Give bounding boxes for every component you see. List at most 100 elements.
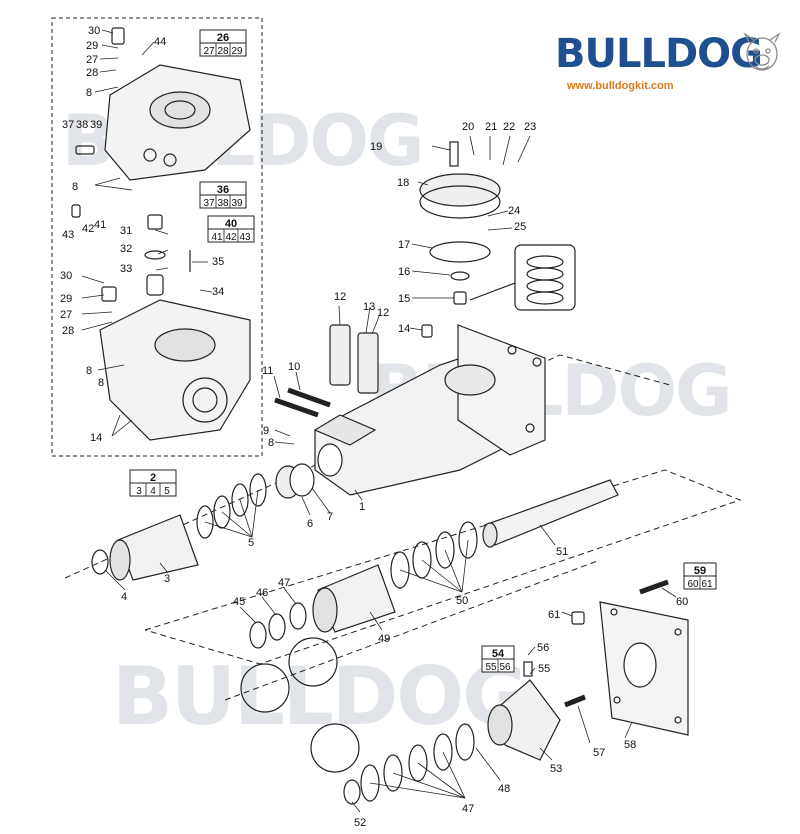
part-label-4: 4 (121, 591, 127, 603)
kit-box-sub-number: 60 (687, 579, 699, 590)
part-label-13: 13 (363, 301, 375, 313)
part-label-10: 10 (288, 361, 300, 373)
brand-logo: BULLDOG www.bulldogkit.com (555, 30, 785, 100)
part-label-27: 27 (86, 54, 98, 66)
part-label-30: 30 (88, 25, 100, 37)
part-label-61: 61 (548, 609, 560, 621)
kit-box-number: 59 (694, 565, 706, 577)
part-label-19: 19 (370, 141, 382, 153)
part-label-8: 8 (72, 181, 78, 193)
part-label-8: 8 (86, 87, 92, 99)
part-label-33: 33 (120, 263, 132, 275)
kit-box-number: 2 (150, 472, 156, 484)
part-label-47: 47 (462, 803, 474, 815)
part-label-29: 29 (86, 40, 98, 52)
part-label-24: 24 (508, 205, 520, 217)
part-label-38: 38 (76, 119, 88, 131)
kit-box-sub-number: 3 (136, 486, 142, 497)
part-label-58: 58 (624, 739, 636, 751)
part-label-44: 44 (154, 36, 166, 48)
part-label-23: 23 (524, 121, 536, 133)
part-label-12: 12 (334, 291, 346, 303)
kit-box-sub-number: 29 (231, 46, 243, 57)
part-label-50: 50 (456, 595, 468, 607)
part-label-28: 28 (86, 67, 98, 79)
inset-frame (51, 17, 263, 457)
part-label-53: 53 (550, 763, 562, 775)
part-label-6: 6 (307, 518, 313, 530)
part-label-8: 8 (268, 437, 274, 449)
kit-box-sub-number: 55 (485, 662, 497, 673)
kit-box-sub-number: 39 (231, 198, 243, 209)
part-label-46: 46 (256, 587, 268, 599)
part-label-43: 43 (62, 229, 74, 241)
kit-box-sub-number: 37 (203, 198, 215, 209)
part-label-35: 35 (212, 256, 224, 268)
kit-box-number: 36 (217, 184, 229, 196)
kit-box-sub-number: 4 (150, 486, 156, 497)
brand-logo-text: BULLDOG (555, 31, 763, 77)
part-label-25: 25 (514, 221, 526, 233)
part-label-22: 22 (503, 121, 515, 133)
kit-box-sub-number: 56 (499, 662, 511, 673)
part-label-20: 20 (462, 121, 474, 133)
part-label-55: 55 (538, 663, 550, 675)
part-label-52: 52 (354, 817, 366, 829)
part-label-18: 18 (397, 177, 409, 189)
kit-box-sub-number: 61 (701, 579, 713, 590)
kit-box-sub-number: 41 (211, 232, 223, 243)
part-label-34: 34 (212, 286, 224, 298)
part-label-5: 5 (248, 537, 254, 549)
part-label-57: 57 (593, 747, 605, 759)
kit-box-number: 26 (217, 32, 229, 44)
brand-url: www.bulldogkit.com (567, 80, 674, 92)
kit-box-sub-number: 38 (217, 198, 229, 209)
part-label-56: 56 (537, 642, 549, 654)
kit-box-sub-number: 5 (164, 486, 170, 497)
kit-box-number: 54 (492, 648, 505, 660)
kit-box-sub-number: 42 (225, 232, 237, 243)
watermark: BULLDOG (112, 650, 528, 743)
kit-box-sub-number: 27 (203, 46, 215, 57)
part-label-32: 32 (120, 243, 132, 255)
part-label-48: 48 (498, 783, 510, 795)
part-label-29: 29 (60, 293, 72, 305)
part-label-3: 3 (164, 573, 170, 585)
kit-box-number: 40 (225, 218, 237, 230)
part-label-21: 21 (485, 121, 497, 133)
part-label-12: 12 (377, 307, 389, 319)
part-label-16: 16 (398, 266, 410, 278)
part-label-49: 49 (378, 633, 390, 645)
part-label-41: 41 (94, 219, 106, 231)
part-label-7: 7 (327, 511, 333, 523)
part-label-47: 47 (278, 577, 290, 589)
part-label-42: 42 (82, 223, 94, 235)
part-label-30: 30 (60, 270, 72, 282)
part-label-51: 51 (556, 546, 568, 558)
part-label-1: 1 (359, 501, 365, 513)
part-label-11: 11 (262, 365, 273, 377)
part-label-31: 31 (120, 225, 132, 237)
part-label-39: 39 (90, 119, 102, 131)
part-label-9: 9 (263, 425, 269, 437)
kit-box-sub-number: 43 (239, 232, 251, 243)
part-label-14: 14 (90, 432, 102, 444)
part-label-27: 27 (60, 309, 72, 321)
part-label-15: 15 (398, 293, 410, 305)
part-label-17: 17 (398, 239, 410, 251)
part-label-14: 14 (398, 323, 410, 335)
part-label-37: 37 (62, 119, 74, 131)
part-label-8: 8 (98, 377, 104, 389)
kit-box-sub-number: 28 (217, 46, 229, 57)
bulldog-icon (743, 32, 781, 71)
part-label-28: 28 (62, 325, 74, 337)
part-label-60: 60 (676, 596, 688, 608)
